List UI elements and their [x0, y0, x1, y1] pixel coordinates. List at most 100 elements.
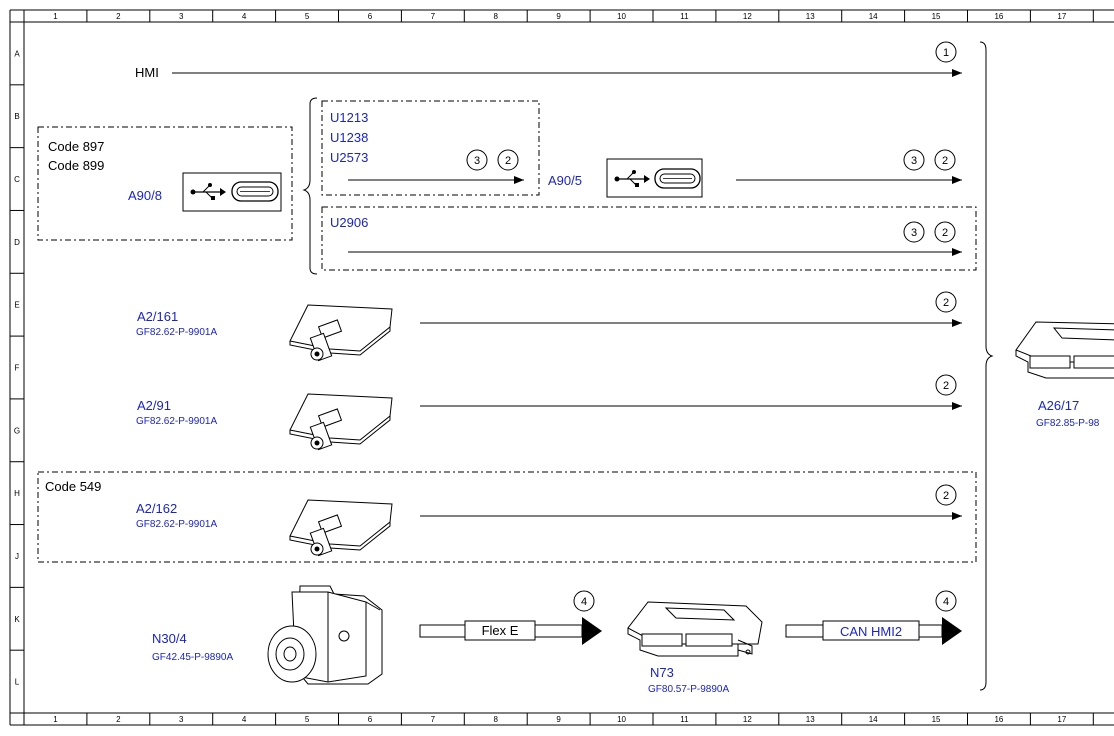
- column-number: 13: [806, 715, 815, 724]
- row-letter: C: [14, 175, 20, 184]
- row-letter: F: [15, 364, 20, 373]
- hmi-connection: HMI 1: [135, 41, 962, 80]
- u2906-label: U2906: [330, 215, 368, 230]
- frame-border: [9, 9, 1114, 726]
- n30-4-doc: GF42.45-P-9890A: [152, 652, 233, 663]
- code-897-899-box: Code 897 Code 899 A90/8: [37, 126, 293, 241]
- column-number: 14: [869, 12, 878, 21]
- a2-161-ref: 2: [943, 297, 949, 309]
- column-number: 1: [53, 12, 58, 21]
- column-number: 8: [494, 715, 499, 724]
- code-549-box: Code 549 A2/162 GF82.62-P-9901A 2: [37, 471, 977, 563]
- column-number: 10: [617, 12, 626, 21]
- a2-161-connection: A2/161 GF82.62-P-9901A 2: [136, 291, 962, 362]
- code-549-label: Code 549: [45, 479, 101, 494]
- column-number: 11: [680, 715, 689, 724]
- a2-91-doc: GF82.62-P-9901A: [136, 416, 217, 427]
- a90-5-ref-2: 2: [942, 155, 948, 167]
- row-letter: D: [14, 238, 20, 247]
- column-number: 5: [305, 12, 310, 21]
- a90-8-label: A90/8: [128, 188, 162, 203]
- column-number: 13: [806, 12, 815, 21]
- column-number: 16: [994, 715, 1003, 724]
- column-number: 17: [1057, 12, 1066, 21]
- a90-5-connection: A90/5 3 2: [548, 149, 962, 198]
- row-letter: L: [15, 678, 20, 687]
- u2906-ref-3: 3: [911, 227, 917, 239]
- row-letter: E: [14, 301, 19, 310]
- column-number: 5: [305, 715, 310, 724]
- u-box-ref-3: 3: [474, 155, 480, 167]
- column-number: 2: [116, 12, 121, 21]
- n30-4-component: N30/4 GF42.45-P-9890A: [152, 585, 383, 685]
- head-unit-icon: [1015, 321, 1114, 379]
- column-number: 15: [932, 12, 941, 21]
- antenna-module-icon: [289, 499, 393, 557]
- flex-e-connection: Flex E 4: [419, 590, 602, 645]
- column-number: 1: [53, 715, 58, 724]
- code-897-label: Code 897: [48, 139, 104, 154]
- row-letter: G: [14, 426, 20, 435]
- a2-162-doc: GF82.62-P-9901A: [136, 519, 217, 530]
- column-number: 16: [994, 12, 1003, 21]
- u2573-label: U2573: [330, 150, 368, 165]
- column-number: 4: [242, 715, 247, 724]
- a26-17-component: A26/17 GF82.85-P-98: [1015, 321, 1114, 429]
- column-number: 9: [556, 715, 561, 724]
- a2-162-label: A2/162: [136, 501, 177, 516]
- row-letter: J: [15, 552, 19, 561]
- column-number: 12: [743, 12, 752, 21]
- column-number: 15: [932, 715, 941, 724]
- column-number: 7: [431, 715, 436, 724]
- right-brace: [979, 41, 994, 691]
- a2-91-ref: 2: [943, 380, 949, 392]
- antenna-module-icon: [289, 304, 393, 362]
- a2-91-connection: A2/91 GF82.62-P-9901A 2: [136, 374, 962, 451]
- a26-17-doc: GF82.85-P-98: [1036, 418, 1100, 429]
- column-number: 8: [494, 12, 499, 21]
- u2906-box: U2906 3 2: [321, 206, 977, 271]
- n73-component: N73 GF80.57-P-9890A: [627, 601, 763, 695]
- u1213-label: U1213: [330, 110, 368, 125]
- column-ruler: 1122334455667788991010111112121313141415…: [23, 10, 1094, 725]
- group-brace: [302, 97, 318, 275]
- column-number: 4: [242, 12, 247, 21]
- a26-17-label: A26/17: [1038, 398, 1079, 413]
- column-number: 11: [680, 12, 689, 21]
- column-number: 2: [116, 715, 121, 724]
- can-hmi2-connection: CAN HMI2 4: [785, 590, 962, 645]
- usb-port-icon: [606, 158, 703, 198]
- a90-5-label: A90/5: [548, 173, 582, 188]
- a2-162-ref: 2: [943, 490, 949, 502]
- usb-port-icon: [182, 172, 282, 212]
- antenna-module-icon: [289, 393, 393, 451]
- column-number: 6: [368, 12, 373, 21]
- row-letter: K: [14, 615, 20, 624]
- row-ruler: A B C D E F G H J K L: [10, 21, 24, 714]
- can-hmi2-label: CAN HMI2: [840, 624, 902, 639]
- ref-circle: [935, 41, 957, 63]
- can-hmi2-ref: 4: [943, 596, 949, 608]
- column-number: 9: [556, 12, 561, 21]
- hmi-label: HMI: [135, 65, 159, 80]
- row-letter: A: [14, 49, 20, 58]
- flex-e-label: Flex E: [482, 623, 519, 638]
- column-number: 3: [179, 715, 184, 724]
- a2-161-doc: GF82.62-P-9901A: [136, 327, 217, 338]
- n73-doc: GF80.57-P-9890A: [648, 684, 729, 695]
- row-letter: B: [14, 112, 19, 121]
- column-number: 10: [617, 715, 626, 724]
- u-box-ref-2: 2: [505, 155, 511, 167]
- u1238-label: U1238: [330, 130, 368, 145]
- row-letter: H: [14, 489, 20, 498]
- hmi-ref: 1: [943, 47, 949, 59]
- a2-91-label: A2/91: [137, 398, 171, 413]
- column-number: 12: [743, 715, 752, 724]
- column-number: 6: [368, 715, 373, 724]
- a2-161-label: A2/161: [137, 309, 178, 324]
- n73-label: N73: [650, 665, 674, 680]
- abs-unit-icon: [267, 585, 383, 685]
- u-codes-box: U1213 U1238 U2573 3 2: [321, 100, 540, 196]
- a90-5-ref-3: 3: [911, 155, 917, 167]
